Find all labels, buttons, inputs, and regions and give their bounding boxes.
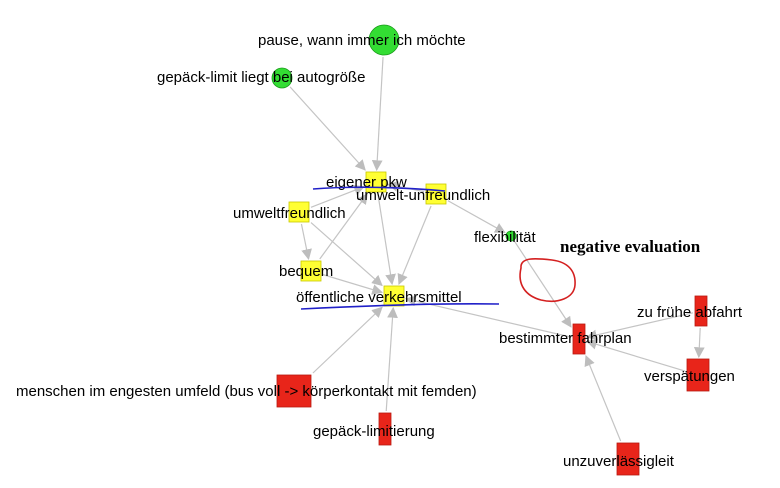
- node-marker-zu-fruehe[interactable]: [694, 295, 708, 327]
- edge-verspaetungen-to-bestimmter: [585, 339, 686, 372]
- node-marker-gepaeck-limit[interactable]: [271, 67, 293, 89]
- edge-flexibilitaet-to-bestimmter: [514, 241, 572, 328]
- node-label-pause: pause, wann immer ich möchte: [258, 32, 466, 49]
- node-label-umweltfreundlich: umweltfreundlich: [233, 205, 346, 222]
- node-marker-umweltfreundlich[interactable]: [288, 201, 310, 223]
- underline-eigener-pkw: [312, 186, 446, 192]
- node-label-umwelt-unfreundlich: umwelt-unfreundlich: [356, 187, 490, 204]
- edge-bequem-to-eigener_pkw: [319, 193, 368, 260]
- edge-gepaeck_limitierung-to-oeffentliche: [385, 306, 398, 412]
- node-label-flexibilitaet: flexibilität: [474, 229, 537, 246]
- hand-annotations: negative evaluation: [300, 186, 701, 310]
- node-marker-flexibilitaet[interactable]: [505, 230, 517, 242]
- edge-umwelt_unfreundlich-to-flexibilitaet: [447, 200, 506, 234]
- node-marker-pause[interactable]: [368, 24, 400, 56]
- node-marker-umwelt-unfreundlich[interactable]: [425, 183, 447, 205]
- node-marker-bequem[interactable]: [300, 260, 322, 282]
- edge-menschen-to-oeffentliche: [312, 306, 383, 374]
- annotation-label: negative evaluation: [560, 237, 701, 256]
- node-label-verspaetungen: verspätungen: [644, 368, 735, 385]
- edge-umweltfreundlich-to-eigener_pkw: [310, 185, 366, 208]
- edge-umweltfreundlich-to-bequem: [300, 223, 312, 261]
- edge-umwelt_unfreundlich-to-oeffentliche: [397, 205, 432, 285]
- edge-eigener_pkw-to-oeffentliche: [377, 193, 396, 286]
- edge-zu_fruehe-to-bestimmter: [585, 312, 694, 341]
- edge-bestimmter-to-oeffentliche: [404, 295, 572, 338]
- underline-oeffentliche-verkehrsmittel: [300, 303, 500, 310]
- node-label-unzuverlaessig: unzuverlässigleit: [563, 453, 675, 470]
- edge-zu_fruehe-to-verspaetungen: [693, 327, 705, 359]
- annotation-circle: [519, 257, 576, 302]
- node-label-oeffentliche: öffentliche verkehrsmittel: [296, 289, 462, 306]
- node-label-zu-fruehe: zu frühe abfahrt: [637, 304, 743, 321]
- edge-pause-to-eigener_pkw: [371, 56, 384, 172]
- node-label-menschen: menschen im engesten umfeld (bus voll ->…: [16, 383, 477, 400]
- node-label-bequem: bequem: [279, 263, 333, 280]
- edge-unzuverlaessig-to-bestimmter: [584, 355, 622, 442]
- node-marker-gepaeck-limitierung[interactable]: [378, 412, 392, 446]
- edge-gepaeck_limit-to-eigener_pkw: [289, 86, 366, 171]
- node-marker-verspaetungen[interactable]: [686, 358, 710, 392]
- labels-layer: pause, wann immer ich möchte gepäck-limit…: [16, 32, 743, 470]
- node-label-gepaeck-limit: gepäck-limit liegt bei autogröße: [157, 69, 365, 86]
- nodes-layer: [271, 24, 710, 476]
- edges-layer: [289, 56, 705, 442]
- node-marker-oeffentliche[interactable]: [383, 285, 405, 307]
- edge-umweltfreundlich-to-oeffentliche: [310, 222, 383, 287]
- node-label-bestimmter: bestimmter fahrplan: [499, 330, 632, 347]
- edge-bequem-to-oeffentliche: [322, 274, 384, 295]
- node-marker-unzuverlaessig[interactable]: [616, 442, 640, 476]
- node-marker-menschen[interactable]: [276, 374, 312, 408]
- node-marker-bestimmter[interactable]: [572, 323, 586, 355]
- node-label-gepaeck-limitierung: gepäck-limitierung: [313, 423, 435, 440]
